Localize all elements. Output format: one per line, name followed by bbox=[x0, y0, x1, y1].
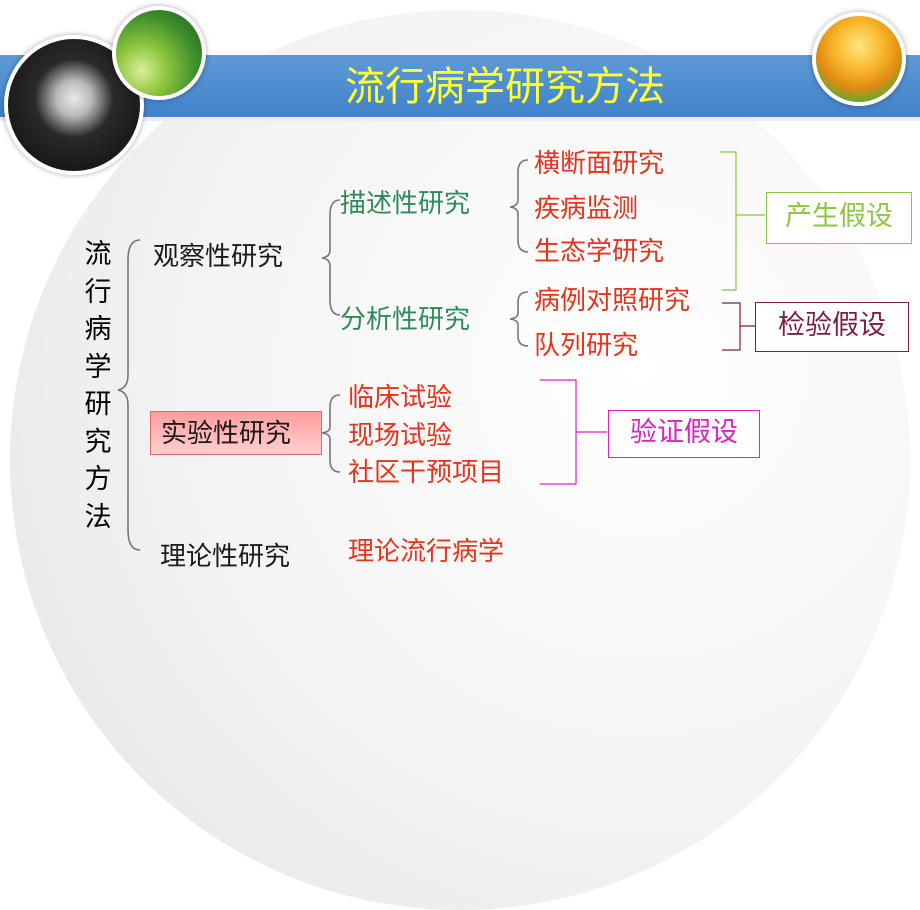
verify-hypothesis-bracket bbox=[540, 379, 577, 485]
theoretical-study-label: 理论性研究 bbox=[160, 542, 291, 572]
verify-hypothesis-box: 验证假设 bbox=[608, 410, 760, 458]
vertical-title-char: 行 bbox=[84, 276, 112, 308]
experimental-brace bbox=[321, 394, 341, 473]
method-cohort: 队列研究 bbox=[534, 331, 639, 361]
experimental-highlight bbox=[150, 411, 322, 455]
observational-brace bbox=[321, 199, 341, 316]
tree-connectors bbox=[117, 151, 765, 551]
descriptive-brace bbox=[509, 159, 529, 253]
generate-hypothesis-bracket bbox=[720, 151, 737, 291]
method-cross-sectional: 横断面研究 bbox=[534, 149, 665, 179]
method-surveillance: 疾病监测 bbox=[534, 194, 639, 224]
method-theoretical-epidemiology: 理论流行病学 bbox=[348, 537, 505, 567]
vertical-title-char: 病 bbox=[84, 314, 112, 345]
vertical-title-char: 研 bbox=[84, 389, 112, 420]
generate-hypothesis-box: 产生假设 bbox=[766, 192, 912, 244]
observational-study-label: 观察性研究 bbox=[153, 242, 284, 272]
method-ecological: 生态学研究 bbox=[534, 237, 665, 267]
analytical-brace bbox=[509, 291, 529, 347]
test-hypothesis-bracket bbox=[722, 302, 741, 351]
tulip-photo-icon bbox=[812, 12, 906, 106]
method-case-control: 病例对照研究 bbox=[534, 286, 691, 316]
vertical-title-char: 究 bbox=[84, 426, 112, 458]
vertical-title-char: 方 bbox=[84, 464, 112, 495]
vertical-title-char: 流 bbox=[84, 239, 112, 270]
descriptive-study-label: 描述性研究 bbox=[340, 189, 471, 219]
method-community-intervention: 社区干预项目 bbox=[348, 458, 505, 488]
slide-title: 流行病学研究方法 bbox=[345, 64, 665, 110]
method-field-trial: 现场试验 bbox=[348, 421, 453, 451]
test-hypothesis-box: 检验假设 bbox=[755, 302, 909, 352]
vertical-title: 流 行 病 学 研 究 方 法 bbox=[80, 236, 116, 536]
leaf-photo-icon bbox=[112, 6, 206, 100]
analytical-study-label: 分析性研究 bbox=[340, 305, 471, 335]
main-brace bbox=[117, 239, 141, 551]
experimental-study-label: 实验性研究 bbox=[161, 419, 292, 449]
vertical-title-char: 学 bbox=[84, 351, 112, 383]
vertical-title-char: 法 bbox=[84, 501, 112, 533]
method-clinical-trial: 临床试验 bbox=[348, 383, 453, 413]
